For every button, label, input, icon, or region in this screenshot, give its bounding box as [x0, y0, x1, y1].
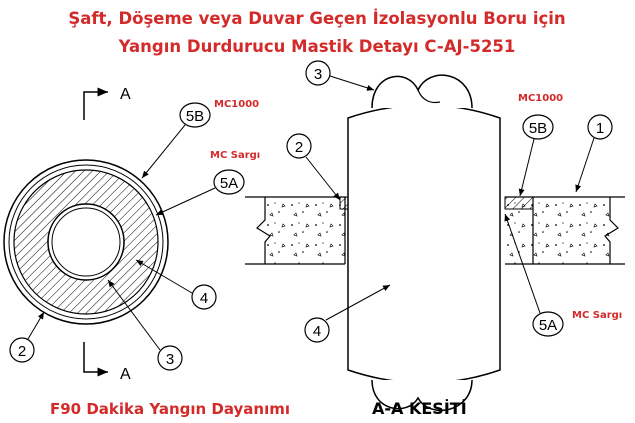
pipe-top-break	[371, 74, 473, 109]
callout-3-label: 3	[314, 66, 322, 83]
callout-1-leader	[575, 137, 595, 193]
plan-note-mc1000: MC1000	[214, 99, 259, 110]
pipe-inner-wall	[51, 207, 121, 277]
pipe-bottom-break	[371, 379, 473, 412]
callout-4-bubble	[304, 317, 330, 343]
callout-5b-label: 5B	[529, 120, 547, 137]
pipe-top-inner	[417, 89, 441, 104]
callout-3-label: 3	[166, 351, 174, 368]
callout-2-label: 2	[295, 139, 303, 156]
section-view: 3 2 5B MC1000 1 4 5A MC Sargı	[245, 60, 625, 412]
callout-5a-label: 5A	[539, 317, 557, 334]
callout-4-leader	[135, 259, 193, 294]
callout-5b-leader	[141, 124, 186, 179]
callout-5b-leader	[518, 138, 535, 197]
callout-5a-leader	[504, 213, 541, 314]
title-line-2: Yangın Durdurucu Mastik Detayı C-AJ-5251	[118, 37, 516, 56]
callout-4-label: 4	[313, 323, 321, 340]
section-arrow-top-label: A	[120, 86, 131, 103]
callout-5b-bubble	[179, 102, 211, 128]
title-line-1: Şaft, Döşeme veya Duvar Geçen İzolasyonl…	[68, 9, 565, 28]
callout-1-label: 1	[596, 120, 604, 137]
callout-5a-bubble	[213, 169, 245, 195]
callout-1-bubble	[587, 114, 613, 140]
plan-note-mc-sargi: MC Sargı	[210, 150, 260, 161]
callout-5b-label: 5B	[186, 108, 204, 125]
outer-sealant-ring	[3, 159, 169, 325]
slab-right-break	[604, 197, 619, 264]
callout-5a-bubble	[532, 311, 564, 337]
section-title: A-A KESİTİ	[372, 399, 467, 418]
plan-view: A A 5B MC1000 5A MC Sargı 4 3 2	[3, 86, 260, 383]
callout-4-bubble	[191, 284, 217, 310]
callout-5a-label: 5A	[220, 175, 238, 192]
callout-3-bubble	[305, 60, 331, 86]
sealant-right	[504, 196, 534, 210]
callout-3-bubble	[157, 345, 183, 371]
section-arrow-top	[83, 87, 108, 120]
callout-4-leader	[325, 284, 391, 321]
callout-4-label: 4	[200, 290, 208, 307]
section-arrow-bottom-label: A	[120, 366, 131, 383]
callout-3-leader	[329, 75, 375, 91]
sealant-left	[339, 196, 349, 210]
wrap-ring	[8, 164, 164, 320]
section-note-mc1000: MC1000	[518, 93, 563, 104]
callout-3-leader	[107, 279, 161, 351]
callout-2-bubble	[9, 337, 35, 363]
fire-rating-label: F90 Dakika Yangın Dayanımı	[50, 400, 290, 418]
slab-left-break	[256, 197, 271, 264]
slab-left	[265, 197, 345, 264]
callout-5a-leader	[155, 187, 216, 216]
callout-2-label: 2	[18, 343, 26, 360]
section-arrow-bottom	[83, 342, 108, 377]
callout-5b-bubble	[522, 114, 554, 140]
callout-2-leader	[27, 311, 45, 340]
section-note-mc-sargi: MC Sargı	[572, 310, 622, 321]
callout-2-bubble	[286, 133, 312, 159]
insulated-pipe	[347, 104, 501, 384]
callout-2-leader	[305, 156, 341, 201]
